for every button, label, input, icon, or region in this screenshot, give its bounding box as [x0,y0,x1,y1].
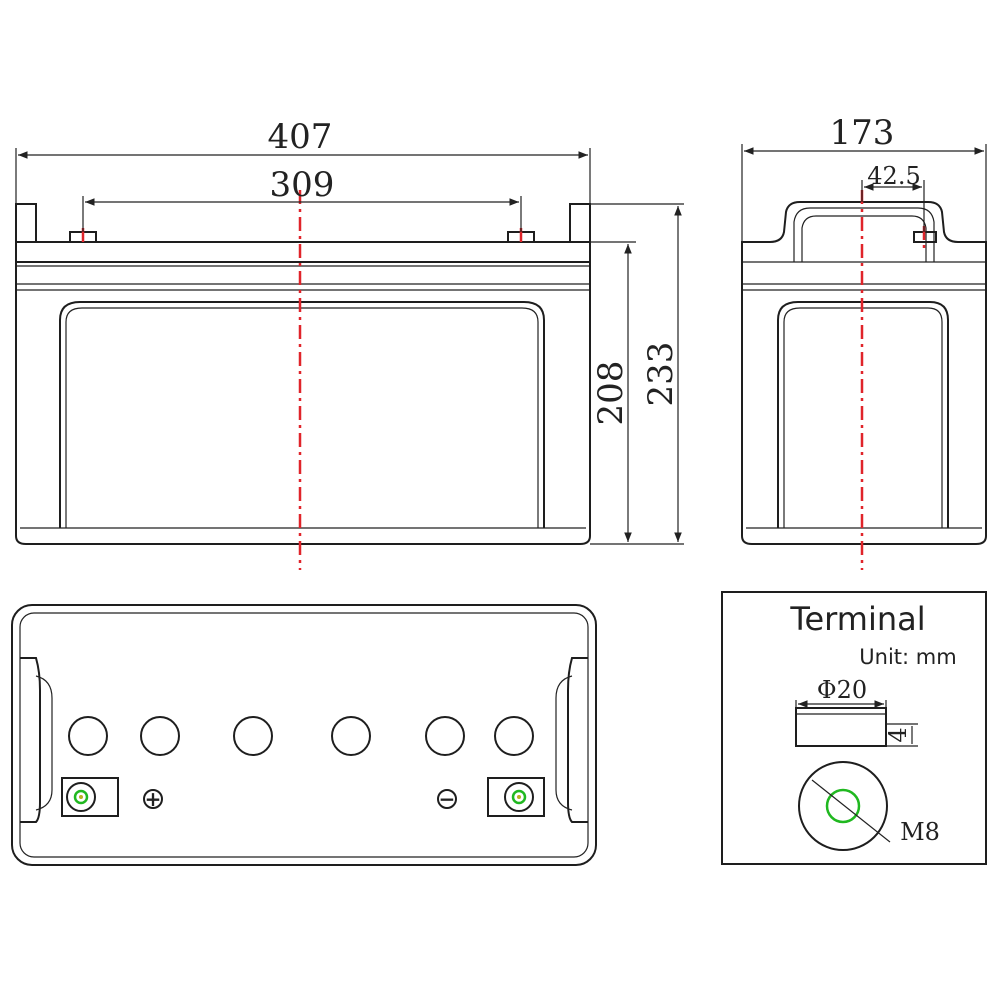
negative-symbol: − [437,787,457,811]
side-view [741,190,987,570]
vent-cap [233,716,273,756]
dimension-173: 173 [741,113,987,242]
dimension-208: 208 [590,241,684,545]
overall-length-label: 407 [268,117,333,157]
negative-terminal [487,777,545,817]
terminal-thickness-label: 4 [884,727,912,742]
positive-terminal [61,777,119,817]
svg-text:−: − [439,787,456,811]
vent-cap [68,716,108,756]
unit-label: Unit: mm [859,645,956,669]
case-height-label: 208 [591,361,631,426]
positive-symbol: + [143,787,163,811]
terminal-profile: Φ20 4 [795,676,918,747]
terminal-thread-label: M8 [900,818,940,846]
total-height-label: 233 [641,342,681,407]
width-label: 173 [830,113,895,153]
top-view: + − [11,604,597,866]
dimension-309: 309 [82,165,522,232]
dimension-233: 233 [590,203,684,542]
terminal-top: M8 [798,761,940,851]
terminal-detail-panel: Terminal Unit: mm Φ20 4 M8 [721,591,987,865]
svg-text:+: + [145,787,162,811]
terminal-offset-label: 42.5 [867,162,920,190]
dimension-42-5: 42.5 [861,162,925,232]
vent-cap [494,716,534,756]
terminal-spacing-label: 309 [270,165,335,205]
dimension-407: 407 [15,117,591,204]
vent-cap [331,716,371,756]
terminal-title: Terminal [789,600,925,638]
vent-cap [425,716,465,756]
vent-cap [140,716,180,756]
terminal-diameter-label: Φ20 [817,676,867,704]
front-view [15,190,591,570]
